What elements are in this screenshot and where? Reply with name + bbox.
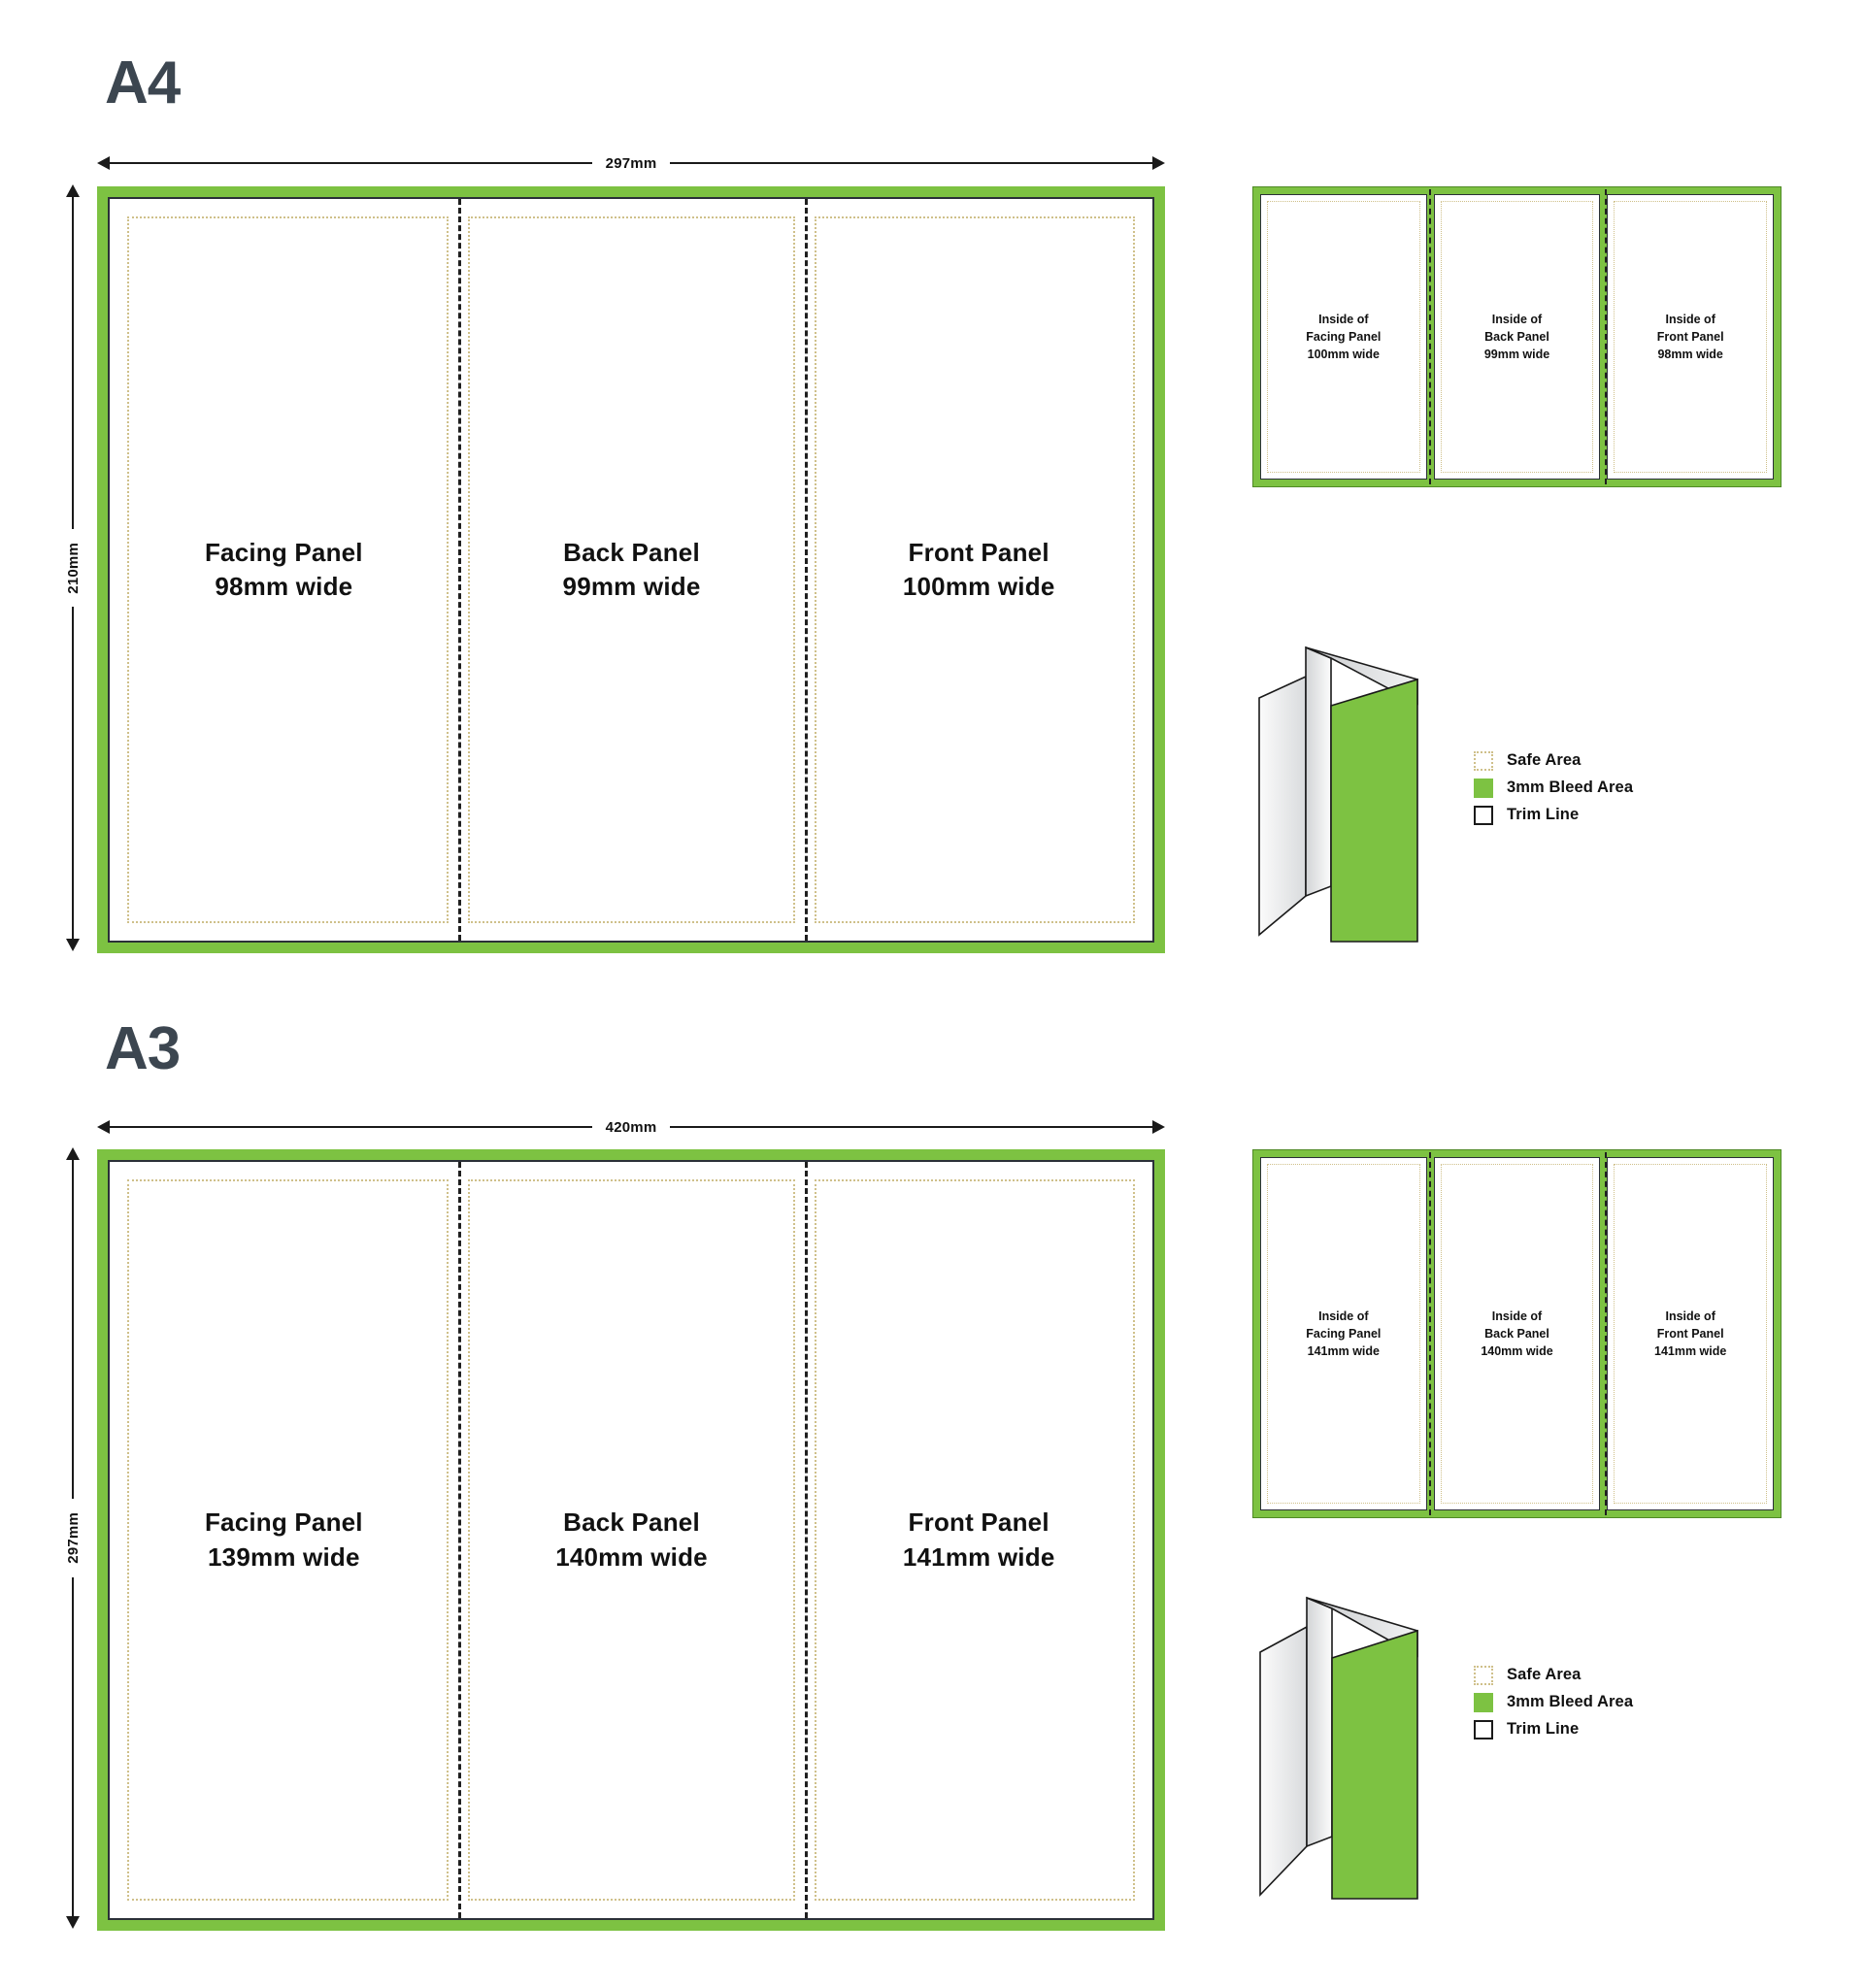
a3-outside-spread: Facing Panel 139mm wide Back Panel 140mm… — [97, 1149, 1165, 1931]
safe-area-outline — [1267, 1164, 1420, 1504]
safe-area-outline — [1440, 201, 1594, 473]
a4-inside-panel-facing-label: Inside of Facing Panel 100mm wide — [1306, 312, 1382, 362]
a3-panel-back[interactable]: Back Panel 140mm wide — [458, 1162, 806, 1918]
legend-item-safe-area: Safe Area — [1474, 747, 1633, 774]
a4-inside-fold-line-2 — [1604, 189, 1607, 484]
a3-inside-fold-line-2 — [1604, 1152, 1607, 1515]
a3-panel-back-label: Back Panel 140mm wide — [555, 1508, 708, 1572]
safe-area-outline — [467, 1179, 796, 1901]
a4-height-label: 210mm — [64, 542, 82, 594]
section-heading-a3: A3 — [105, 1015, 181, 1082]
safe-area-outline — [127, 1179, 449, 1901]
a4-panel-facing[interactable]: Facing Panel 98mm wide — [110, 199, 458, 941]
a3-inside-spread: Inside of Facing Panel 141mm wide Inside… — [1252, 1149, 1782, 1518]
arrow-down-icon — [66, 939, 80, 952]
legend-item-bleed-area: 3mm Bleed Area — [1474, 1689, 1633, 1715]
a4-inside-panel-facing[interactable]: Inside of Facing Panel 100mm wide — [1260, 194, 1427, 480]
a4-width-dimension: 297mm — [97, 150, 1166, 176]
a3-inside-panel-back[interactable]: Inside of Back Panel 140mm wide — [1433, 1157, 1601, 1510]
a4-inside-spread: Inside of Facing Panel 100mm wide Inside… — [1252, 186, 1782, 487]
a4-fold-line-1 — [457, 199, 461, 941]
dimension-shaft — [72, 1160, 74, 1500]
safe-area-outline — [815, 1179, 1135, 1901]
a3-width-label: 420mm — [605, 1118, 657, 1136]
dimension-shaft — [670, 162, 1153, 164]
a4-fold-line-2 — [805, 199, 809, 941]
legend-label: Trim Line — [1507, 806, 1580, 823]
a4-trim-area: Facing Panel 98mm wide Back Panel 99mm w… — [108, 197, 1154, 943]
a4-outside-spread: Facing Panel 98mm wide Back Panel 99mm w… — [97, 186, 1165, 953]
dimension-shaft — [110, 1126, 592, 1128]
a3-height-label: 297mm — [64, 1512, 82, 1564]
a3-panel-facing-label: Facing Panel 139mm wide — [204, 1508, 363, 1572]
a3-fold-line-1 — [457, 1162, 461, 1918]
legend-label: Safe Area — [1507, 1666, 1582, 1683]
dimension-shaft — [670, 1126, 1153, 1128]
a3-inside-panel-facing-label: Inside of Facing Panel 141mm wide — [1306, 1309, 1382, 1359]
a3-legend: Safe Area 3mm Bleed Area Trim Line — [1474, 1662, 1633, 1743]
arrow-up-icon — [66, 184, 80, 197]
safe-area-outline — [1267, 201, 1420, 473]
a4-inside-panel-front[interactable]: Inside of Front Panel 98mm wide — [1607, 194, 1775, 480]
a3-height-dimension: 297mm — [60, 1147, 85, 1930]
legend-label: Trim Line — [1507, 1720, 1580, 1738]
dimension-shaft — [72, 1576, 74, 1917]
dimension-shaft — [110, 162, 592, 164]
section-heading-a4: A4 — [105, 50, 181, 116]
safe-area-swatch-icon — [1474, 750, 1493, 771]
safe-area-outline — [1614, 1164, 1768, 1504]
a3-panel-front[interactable]: Front Panel 141mm wide — [805, 1162, 1152, 1918]
arrow-up-icon — [66, 1147, 80, 1160]
dimension-shaft — [72, 607, 74, 940]
a4-panel-front[interactable]: Front Panel 100mm wide — [805, 199, 1152, 941]
a4-panel-front-label: Front Panel 100mm wide — [902, 537, 1055, 601]
legend-label: Safe Area — [1507, 751, 1582, 769]
legend-item-trim-line: Trim Line — [1474, 802, 1633, 828]
trim-line-swatch-icon — [1474, 1719, 1493, 1740]
legend-label: 3mm Bleed Area — [1507, 1693, 1634, 1710]
a4-panel-back[interactable]: Back Panel 99mm wide — [458, 199, 806, 941]
a3-inside-fold-line-1 — [1428, 1152, 1431, 1515]
a4-folded-brochure-illustration — [1248, 626, 1456, 946]
a3-panel-facing[interactable]: Facing Panel 139mm wide — [110, 1162, 458, 1918]
arrow-left-icon — [97, 1120, 110, 1134]
a3-folded-brochure-illustration — [1204, 1573, 1442, 1903]
a4-inside-fold-line-1 — [1428, 189, 1431, 484]
legend-item-trim-line: Trim Line — [1474, 1716, 1633, 1742]
a4-legend: Safe Area 3mm Bleed Area Trim Line — [1474, 747, 1633, 829]
a4-inside-panel-back[interactable]: Inside of Back Panel 99mm wide — [1433, 194, 1601, 480]
a3-inside-panel-facing[interactable]: Inside of Facing Panel 141mm wide — [1260, 1157, 1427, 1510]
a3-inside-panel-front-label: Inside of Front Panel 141mm wide — [1654, 1309, 1727, 1359]
arrow-right-icon — [1152, 156, 1166, 170]
a3-width-dimension: 420mm — [97, 1114, 1166, 1140]
safe-area-outline — [127, 216, 449, 923]
bleed-area-swatch-icon — [1474, 778, 1493, 798]
arrow-right-icon — [1152, 1120, 1166, 1134]
legend-item-safe-area: Safe Area — [1474, 1662, 1633, 1688]
a3-trim-area: Facing Panel 139mm wide Back Panel 140mm… — [108, 1160, 1154, 1920]
a3-inside-panel-front[interactable]: Inside of Front Panel 141mm wide — [1607, 1157, 1775, 1510]
a4-width-label: 297mm — [605, 154, 657, 172]
a3-fold-line-2 — [805, 1162, 809, 1918]
a4-panel-facing-label: Facing Panel 98mm wide — [204, 537, 363, 601]
a3-panel-front-label: Front Panel 141mm wide — [902, 1508, 1055, 1572]
safe-area-swatch-icon — [1474, 1665, 1493, 1685]
safe-area-outline — [1440, 1164, 1594, 1504]
a3-inside-panel-back-label: Inside of Back Panel 140mm wide — [1481, 1309, 1553, 1359]
a4-height-dimension: 210mm — [60, 184, 85, 952]
legend-label: 3mm Bleed Area — [1507, 779, 1634, 796]
a4-panel-back-label: Back Panel 99mm wide — [562, 537, 701, 601]
a4-inside-panel-front-label: Inside of Front Panel 98mm wide — [1656, 312, 1724, 362]
legend-item-bleed-area: 3mm Bleed Area — [1474, 775, 1633, 801]
safe-area-outline — [467, 216, 796, 923]
a4-inside-panel-back-label: Inside of Back Panel 99mm wide — [1483, 312, 1550, 362]
bleed-area-swatch-icon — [1474, 1692, 1493, 1712]
arrow-down-icon — [66, 1916, 80, 1930]
safe-area-outline — [815, 216, 1135, 923]
trim-line-swatch-icon — [1474, 805, 1493, 825]
arrow-left-icon — [97, 156, 110, 170]
dimension-shaft — [72, 197, 74, 529]
safe-area-outline — [1614, 201, 1768, 473]
